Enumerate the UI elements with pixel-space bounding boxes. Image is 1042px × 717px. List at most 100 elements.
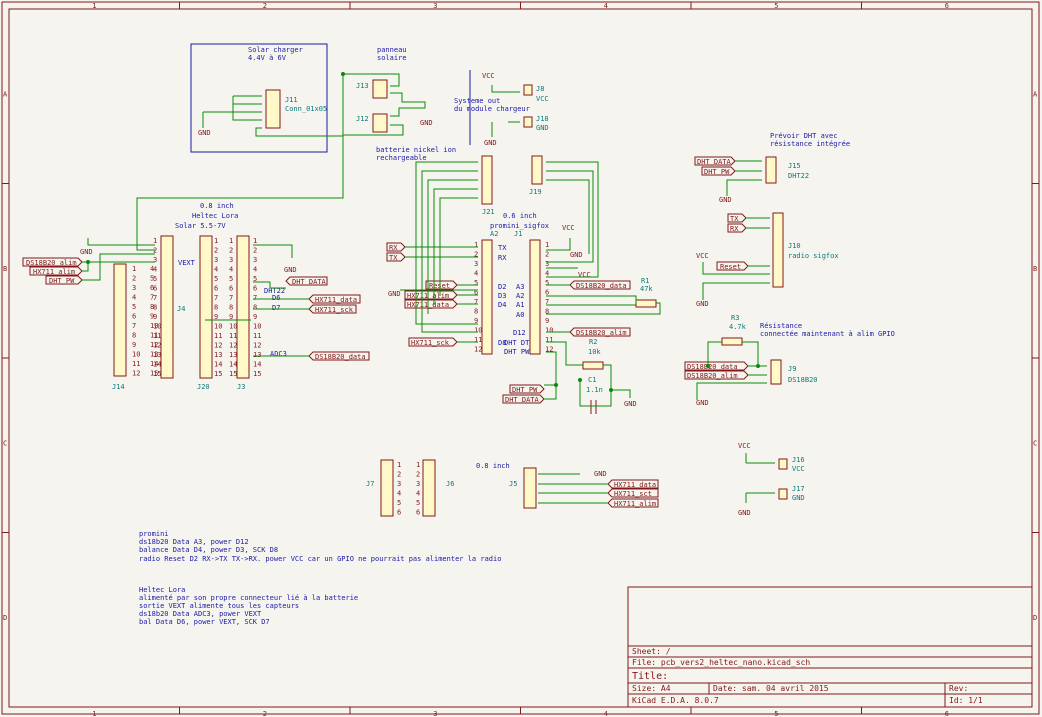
pin-number: 10 bbox=[132, 351, 140, 359]
solar-charger-voltage: 4.4V à 6V bbox=[248, 54, 287, 62]
svg-text:DHT DATA: DHT DATA bbox=[697, 158, 732, 166]
dht-pw-pin: DHT PW bbox=[504, 348, 530, 356]
pin-number: 8 bbox=[253, 304, 257, 312]
frame-row-label: A bbox=[3, 90, 8, 98]
svg-text:HX711_data: HX711_data bbox=[315, 296, 357, 304]
frame-col-label: 3 bbox=[433, 710, 437, 717]
pin-number: 4 bbox=[214, 266, 218, 274]
j5-size: 0.8 inch bbox=[476, 462, 510, 470]
d12-pin: D12 bbox=[513, 329, 526, 337]
svg-text:HX711_sct: HX711_sct bbox=[614, 490, 652, 498]
a0-pin: A0 bbox=[516, 311, 524, 319]
netlabel-dht-pw-left: DHT PW bbox=[45, 275, 83, 285]
pin-number: 7 bbox=[253, 294, 257, 302]
tx-pin: TX bbox=[498, 244, 507, 252]
a2-ref: A2 bbox=[490, 230, 498, 238]
pin-number: 8 bbox=[545, 308, 549, 316]
netlabel-tx-promini: TX bbox=[386, 252, 406, 262]
frame-col-label: 1 bbox=[92, 2, 96, 10]
batterie-label: batterie nickel ion bbox=[376, 146, 456, 154]
gnd-symbol-j4: GND bbox=[80, 248, 93, 256]
pin-number: 5 bbox=[397, 499, 401, 507]
pin-number: 13 bbox=[150, 351, 158, 359]
tb-date: Date: sam. 04 avril 2015 bbox=[713, 684, 829, 693]
r3-resistor bbox=[721, 337, 743, 346]
svg-text:DHT PW: DHT PW bbox=[49, 277, 75, 285]
pin-number: 11 bbox=[253, 332, 261, 340]
pin-number: 15 bbox=[153, 370, 161, 378]
gnd-symbol-j5: GND bbox=[594, 470, 607, 478]
pin-number: 1 bbox=[397, 461, 401, 469]
j16-connector bbox=[778, 458, 788, 470]
frame-col-label: 5 bbox=[774, 2, 778, 10]
svg-text:DS18B20_data: DS18B20_data bbox=[315, 353, 366, 361]
prevoir-note-2: résistance intégrée bbox=[770, 140, 850, 148]
netlabel-ds18b20-data-heltec: DS18B20_data bbox=[308, 351, 370, 361]
prevoir-note: Prévoir DHT avec bbox=[770, 132, 837, 140]
pin-number: 4 bbox=[474, 270, 478, 278]
netlabel-hx711-sct-j5: HX711_sct bbox=[607, 488, 659, 498]
pin-number: 5 bbox=[416, 499, 420, 507]
pin-number: 15 bbox=[150, 370, 158, 378]
frame-col-label: 1 bbox=[92, 710, 96, 717]
pin-number: 9 bbox=[545, 317, 549, 325]
r2-ref: R2 bbox=[589, 338, 597, 346]
pin-number: 14 bbox=[253, 361, 261, 369]
pin-number: 7 bbox=[132, 322, 136, 330]
j18-ref: J18 bbox=[536, 115, 549, 123]
netlabel-hx711-data-promini: HX711_data bbox=[404, 299, 458, 309]
netlabel-hx711-sck-promini: HX711_sck bbox=[408, 337, 458, 347]
j21-ref: J21 bbox=[482, 208, 495, 216]
svg-text:bal Data D6, power VEXT, SCK D: bal Data D6, power VEXT, SCK D7 bbox=[139, 618, 270, 626]
svg-text:DHT DATA: DHT DATA bbox=[292, 278, 327, 286]
pin-number: 1 bbox=[132, 265, 136, 273]
j11-ref: J11 bbox=[285, 96, 298, 104]
netlabel-ds18b20-alim-left: DS18B20_alim bbox=[22, 257, 83, 267]
frame-row-label: B bbox=[1033, 265, 1037, 273]
pin-number: 9 bbox=[132, 341, 136, 349]
netlabel-hx711-data-heltec: HX711_data bbox=[308, 294, 361, 304]
pin-number: 15 bbox=[214, 370, 222, 378]
j18-connector bbox=[523, 116, 533, 128]
rx-pin: RX bbox=[498, 254, 507, 262]
j15-dht22: DHT22 bbox=[788, 172, 809, 180]
pin-number: 12 bbox=[253, 342, 261, 350]
pin-number: 4 bbox=[150, 265, 154, 273]
promini-notes: promini ds18b20 Data A3, power D12 balan… bbox=[139, 530, 501, 563]
pin-number: 6 bbox=[150, 284, 154, 292]
pin-number: 3 bbox=[545, 260, 549, 268]
pin-number: 9 bbox=[150, 313, 154, 321]
svg-text:HX711_alim: HX711_alim bbox=[33, 268, 75, 276]
j17-ref: J17 bbox=[792, 485, 805, 493]
j13-ref: J13 bbox=[356, 82, 369, 90]
pin-number: 11 bbox=[214, 332, 222, 340]
vcc-symbol-j8: VCC bbox=[482, 72, 495, 80]
pin-number: 9 bbox=[214, 313, 218, 321]
gnd-symbol-c1: GND bbox=[624, 400, 637, 408]
pin-number: 14 bbox=[214, 361, 222, 369]
pin-number: 6 bbox=[397, 509, 401, 517]
j19-connector bbox=[531, 155, 543, 185]
j11-value: Conn_01x05 bbox=[285, 105, 327, 113]
a2-pin: A2 bbox=[516, 292, 524, 300]
vcc-symbol-a2: VCC bbox=[578, 271, 591, 279]
svg-text:promini: promini bbox=[139, 530, 169, 538]
j17-connector bbox=[778, 488, 788, 500]
netlabel-dht-data-promini: DHT DATA bbox=[502, 394, 545, 404]
r1-resistor bbox=[635, 299, 657, 308]
pin-number: 2 bbox=[214, 247, 218, 255]
r3-value: 4.7k bbox=[729, 323, 747, 331]
vcc-symbol-j1: VCC bbox=[562, 224, 575, 232]
svg-text:Heltec Lora: Heltec Lora bbox=[139, 586, 185, 594]
vcc-symbol-j10: VCC bbox=[696, 252, 709, 260]
svg-text:DHT PW: DHT PW bbox=[704, 168, 730, 176]
pin-number: 2 bbox=[474, 251, 478, 259]
dht-dt-pin: DHT DT bbox=[504, 339, 530, 347]
vcc-symbol-j16: VCC bbox=[738, 442, 751, 450]
pin-number: 4 bbox=[416, 490, 420, 498]
pin-number: 4 bbox=[229, 266, 233, 274]
pin-number: 6 bbox=[153, 285, 157, 293]
d6-label: D6 bbox=[272, 294, 280, 302]
j15-ref: J15 bbox=[788, 162, 801, 170]
